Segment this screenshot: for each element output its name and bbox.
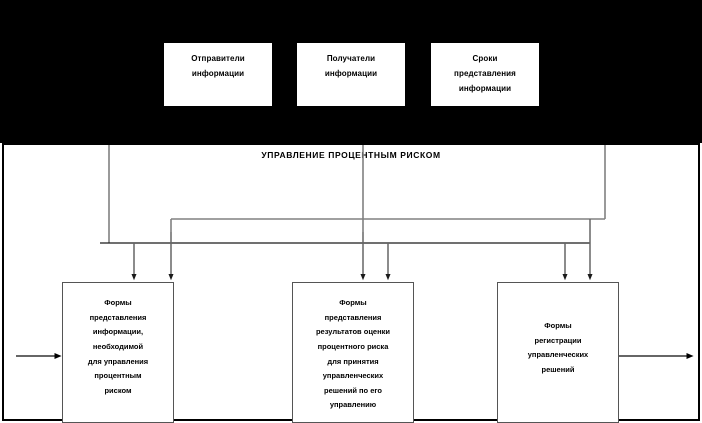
top-box-recipients-label: Получатели информации <box>324 54 378 78</box>
bottom-box-information-forms-label: Формы представления информации, необходи… <box>87 298 149 395</box>
top-box-senders[interactable]: Отправители информации <box>163 42 273 107</box>
bottom-box-assessment-results-forms[interactable]: Формы представления результатов оценки п… <box>292 282 414 423</box>
top-box-deadlines-label: Сроки представления информации <box>454 54 516 93</box>
bottom-box-decision-registration-forms-label: Формы регистрации управленческих решений <box>527 321 589 374</box>
diagram-title: УПРАВЛЕНИЕ ПРОЦЕНТНЫМ РИСКОМ <box>261 150 441 160</box>
bottom-box-information-forms[interactable]: Формы представления информации, необходи… <box>62 282 174 423</box>
bottom-box-decision-registration-forms[interactable]: Формы регистрации управленческих решений <box>497 282 619 423</box>
bottom-box-assessment-results-forms-label: Формы представления результатов оценки п… <box>315 298 391 410</box>
top-box-senders-label: Отправители информации <box>191 54 245 78</box>
top-box-recipients[interactable]: Получатели информации <box>296 42 406 107</box>
top-box-deadlines[interactable]: Сроки представления информации <box>430 42 540 107</box>
